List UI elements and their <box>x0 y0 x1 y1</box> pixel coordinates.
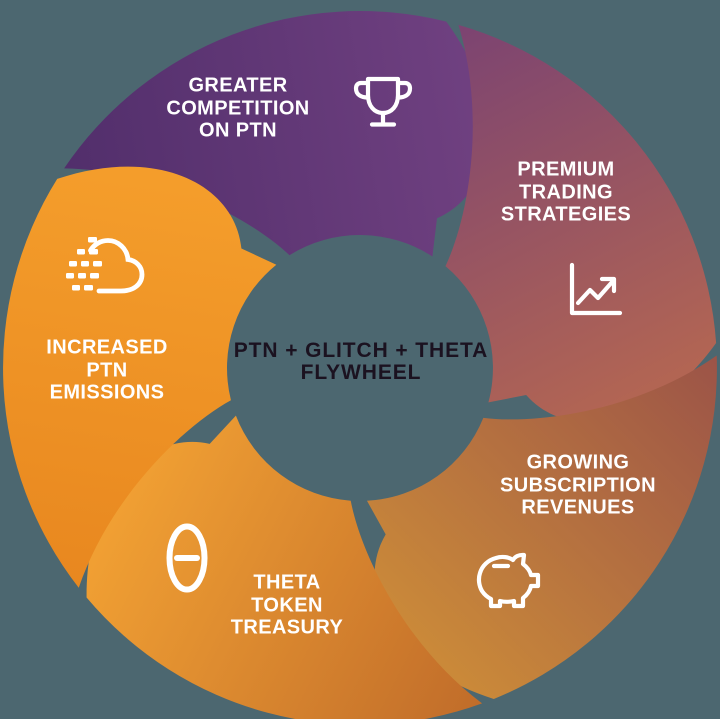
center-title-line: PTN + GLITCH + THETA <box>233 339 489 362</box>
label-greater-competition: GREATER COMPETITION ON PTN <box>166 74 309 142</box>
segment-greater-competition-shape <box>64 11 488 257</box>
label-premium-trading: PREMIUM TRADING STRATEGIES <box>501 158 631 226</box>
line-chart-icon <box>569 262 623 316</box>
label-line: TREASURY <box>230 616 344 639</box>
label-line: GROWING <box>526 451 630 474</box>
label-increased-emissions: INCREASED PTN EMISSIONS <box>46 336 167 404</box>
center-title-line: FLYWHEEL <box>300 361 422 384</box>
label-line: REVENUES <box>521 496 635 519</box>
segment-theta-treasury-shape <box>86 415 483 719</box>
segment-increased-emissions-shape <box>3 166 277 588</box>
label-line: TRADING <box>519 180 613 203</box>
piggy-bank-icon <box>476 552 541 609</box>
label-line: GREATER <box>188 74 288 97</box>
label-line: THETA <box>253 571 321 594</box>
center-label: PTN + GLITCH + THETA FLYWHEEL <box>234 340 488 384</box>
label-line: PTN <box>86 358 128 381</box>
label-line: PREMIUM <box>517 158 615 181</box>
emissions-cloud-icon <box>66 237 145 294</box>
segment-premium-trading-shape <box>445 24 717 423</box>
label-line: SUBSCRIPTION <box>500 473 656 496</box>
trophy-icon <box>353 76 413 127</box>
theta-token-icon <box>166 523 208 593</box>
label-line: EMISSIONS <box>49 381 165 404</box>
label-line: COMPETITION <box>166 96 310 119</box>
segment-growing-subscription-shape <box>366 355 717 699</box>
label-line: INCREASED <box>46 336 168 359</box>
label-line: ON PTN <box>199 119 277 142</box>
label-line: STRATEGIES <box>500 203 632 226</box>
label-growing-subscription: GROWING SUBSCRIPTION REVENUES <box>500 451 656 519</box>
label-theta-treasury: THETA TOKEN TREASURY <box>231 571 343 639</box>
label-line: TOKEN <box>251 593 323 616</box>
